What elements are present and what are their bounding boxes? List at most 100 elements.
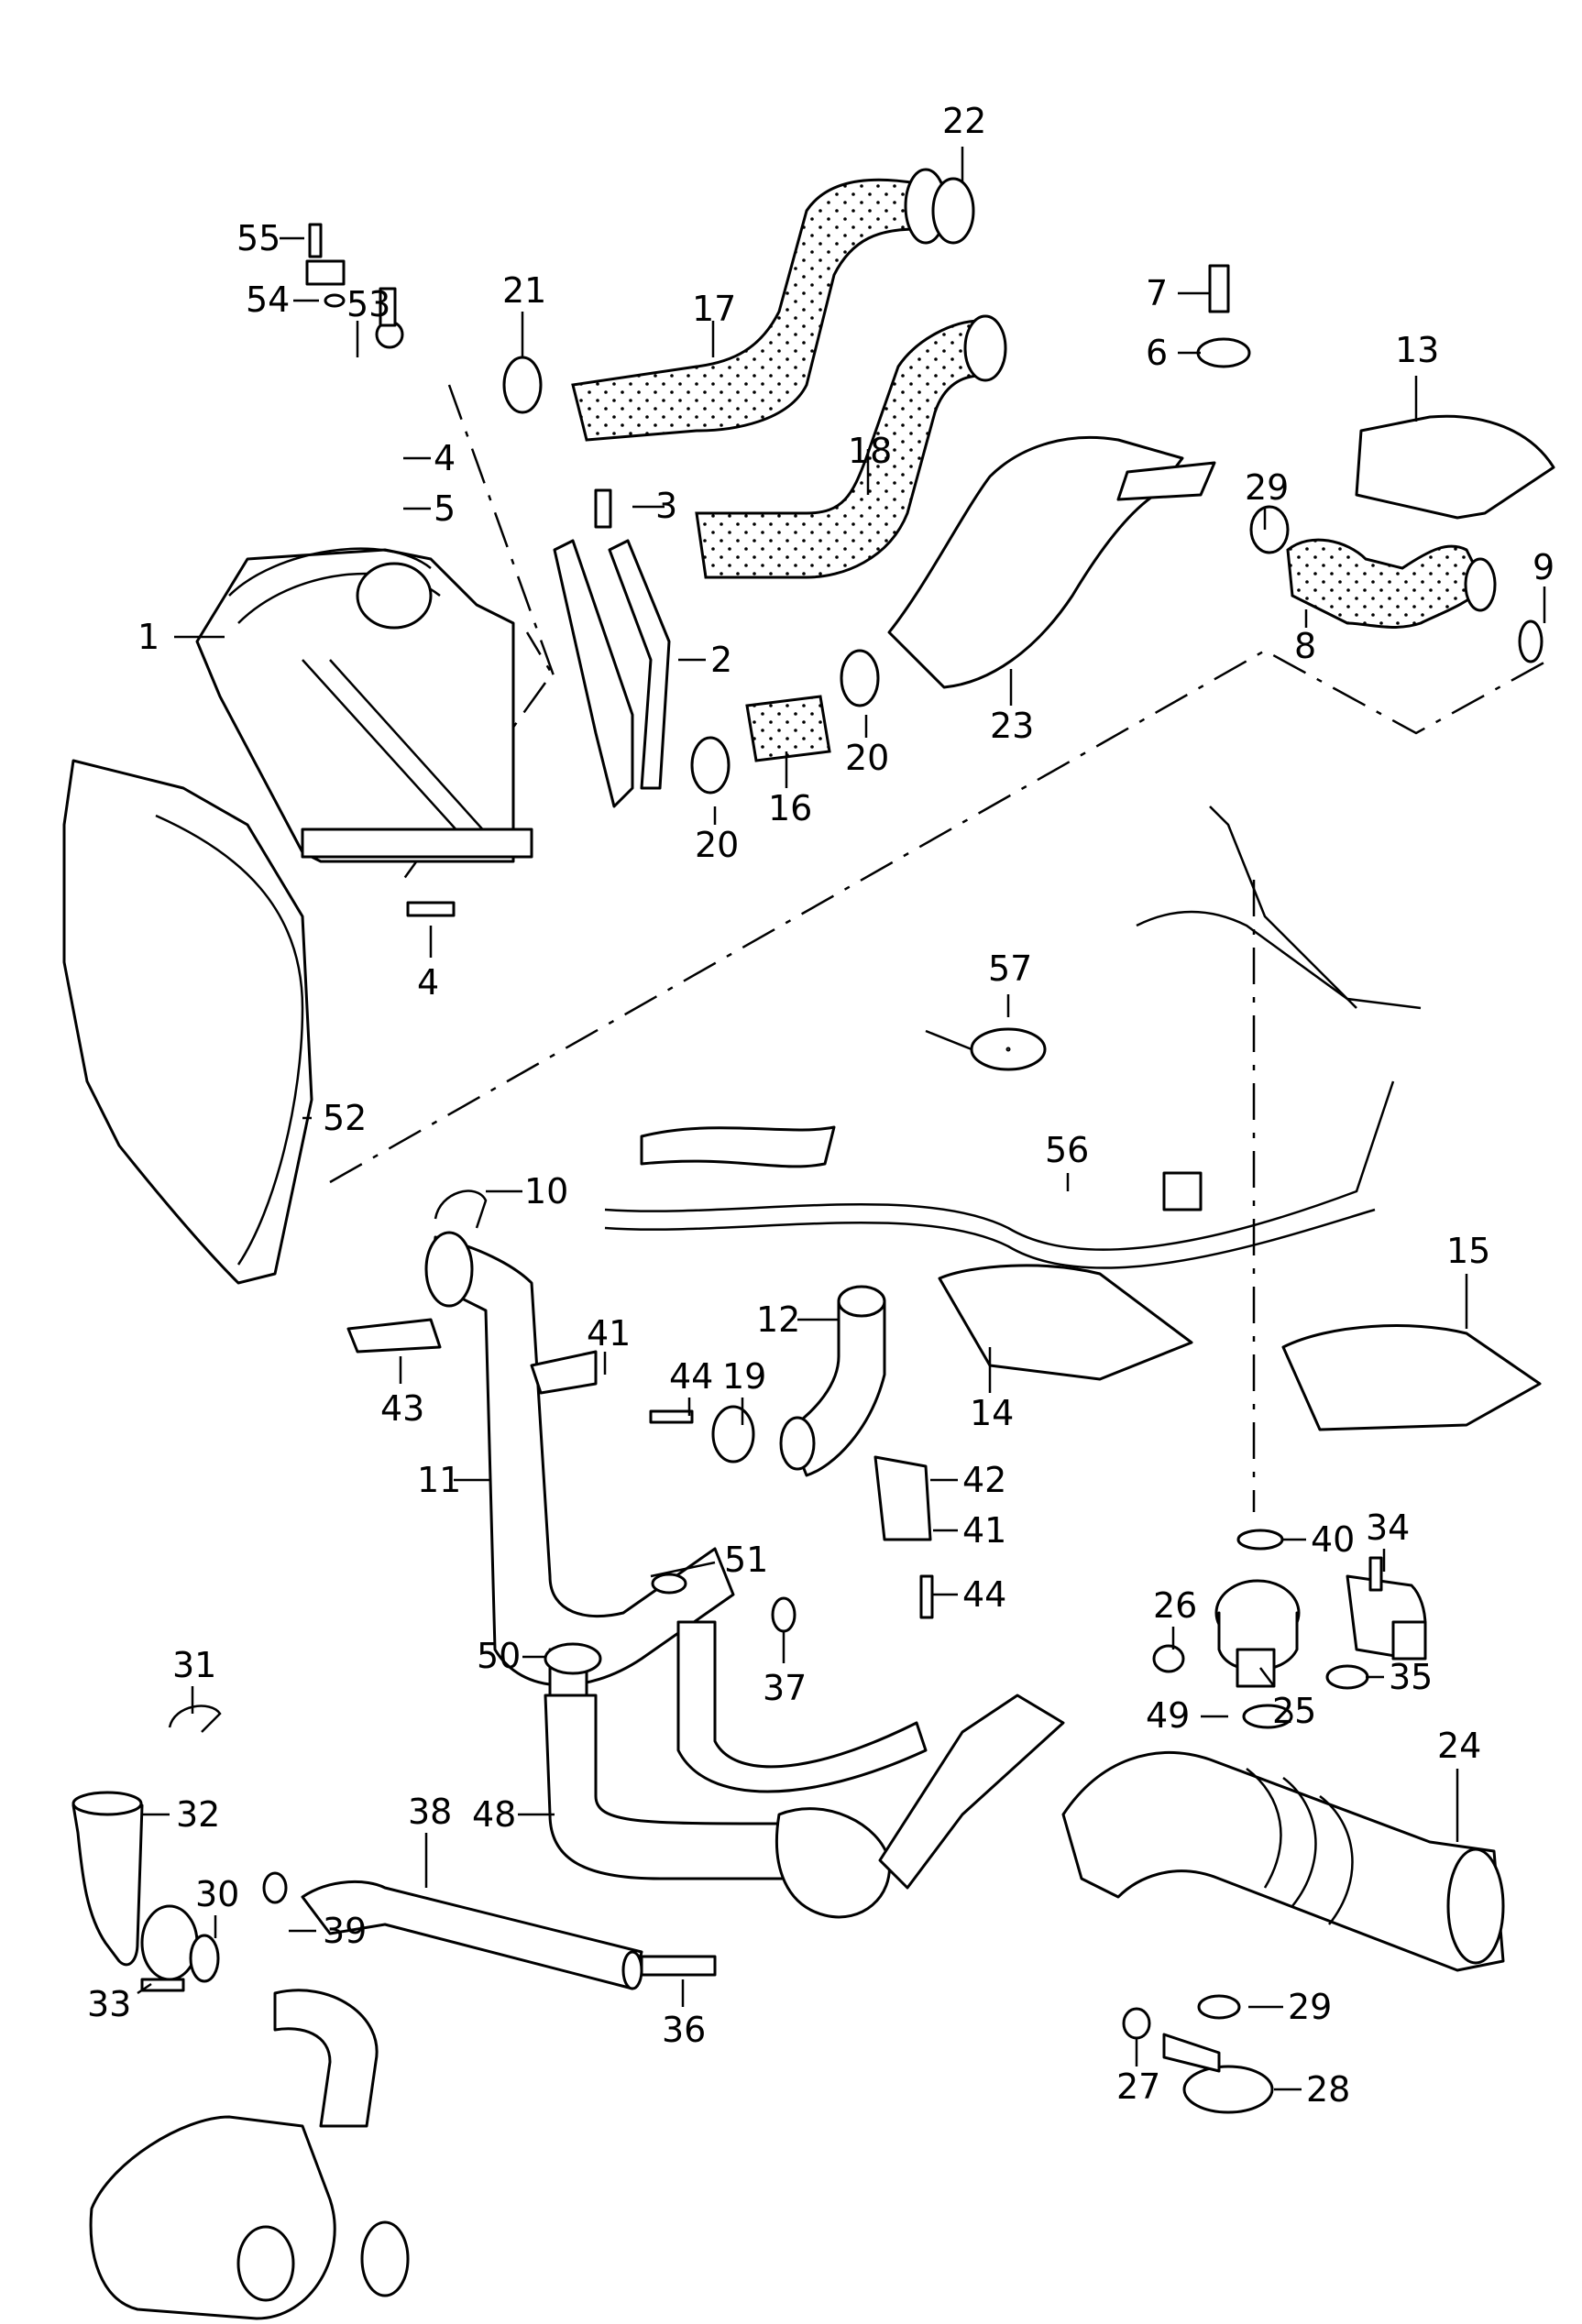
vacuum-line-56-part[interactable] bbox=[604, 806, 1422, 1269]
charge-air-pipe-11-part[interactable] bbox=[424, 1231, 735, 1697]
small-fittings bbox=[140, 177, 1544, 2040]
callout-11[interactable]: 11 bbox=[417, 1460, 461, 1500]
callout-44a[interactable]: 44 bbox=[669, 1356, 713, 1397]
callout-19[interactable]: 19 bbox=[722, 1356, 766, 1397]
callout-36[interactable]: 36 bbox=[662, 2010, 706, 2050]
callout-16[interactable]: 16 bbox=[768, 788, 812, 828]
callout-28[interactable]: 28 bbox=[1306, 2069, 1350, 2110]
o-ring-30 bbox=[189, 1934, 220, 1983]
heat-shield-15-part[interactable] bbox=[1281, 1324, 1542, 1431]
connector-36 bbox=[640, 1955, 717, 1977]
callout-56[interactable]: 56 bbox=[1045, 1130, 1089, 1170]
hose-clamp-20a bbox=[690, 736, 731, 795]
callout-3[interactable]: 3 bbox=[655, 486, 677, 526]
connecting-pipe-32-part[interactable] bbox=[71, 1791, 199, 1981]
callout-6[interactable]: 6 bbox=[1146, 333, 1168, 373]
hose-38-part[interactable] bbox=[301, 1880, 643, 1990]
callout-41a[interactable]: 41 bbox=[587, 1313, 631, 1354]
callout-26[interactable]: 26 bbox=[1153, 1585, 1197, 1626]
callout-1[interactable]: 1 bbox=[137, 617, 159, 657]
callout-43[interactable]: 43 bbox=[380, 1388, 424, 1429]
diverter-valve-25-part[interactable] bbox=[1214, 1579, 1301, 1688]
callout-49[interactable]: 49 bbox=[1146, 1695, 1190, 1736]
callout-23[interactable]: 23 bbox=[990, 706, 1034, 746]
turbocharger-part[interactable] bbox=[89, 1989, 410, 2320]
callout-50[interactable]: 50 bbox=[477, 1636, 521, 1676]
heat-shield-14-part[interactable] bbox=[938, 1264, 1193, 1381]
callout-25[interactable]: 25 bbox=[1272, 1691, 1316, 1731]
callout-29b[interactable]: 29 bbox=[1288, 1987, 1332, 2027]
callout-32[interactable]: 32 bbox=[176, 1794, 220, 1835]
bolt-4-bottom bbox=[406, 901, 456, 917]
solenoid-valve-34-part[interactable] bbox=[1346, 1556, 1427, 1661]
callout-7[interactable]: 7 bbox=[1146, 273, 1168, 313]
callout-38[interactable]: 38 bbox=[408, 1792, 452, 1832]
callout-8[interactable]: 8 bbox=[1294, 626, 1316, 666]
callout-57[interactable]: 57 bbox=[988, 948, 1032, 989]
bracket-43 bbox=[346, 1318, 442, 1354]
callout-52[interactable]: 52 bbox=[323, 1098, 367, 1138]
bracket-part[interactable] bbox=[553, 539, 671, 808]
callout-22[interactable]: 22 bbox=[942, 101, 986, 141]
callout-55[interactable]: 55 bbox=[236, 218, 280, 258]
callout-18[interactable]: 18 bbox=[848, 431, 892, 471]
bolt-4-top bbox=[379, 287, 397, 327]
hose-48-part[interactable] bbox=[544, 1620, 1065, 1919]
intercooler-part[interactable] bbox=[195, 547, 533, 863]
callout-15[interactable]: 15 bbox=[1446, 1231, 1490, 1271]
callout-42[interactable]: 42 bbox=[962, 1460, 1006, 1500]
callout-14[interactable]: 14 bbox=[970, 1393, 1014, 1433]
hose-clamp-27 bbox=[1122, 2007, 1151, 2040]
callout-4b[interactable]: 4 bbox=[417, 962, 439, 1003]
callout-5[interactable]: 5 bbox=[434, 488, 456, 529]
heat-shield-13-part[interactable] bbox=[1355, 414, 1555, 520]
callout-35[interactable]: 35 bbox=[1389, 1657, 1433, 1697]
grommet-6 bbox=[1196, 337, 1251, 368]
callout-34[interactable]: 34 bbox=[1366, 1507, 1410, 1548]
callout-4a[interactable]: 4 bbox=[434, 438, 456, 478]
hose-18-part[interactable] bbox=[695, 314, 1007, 579]
callout-20b[interactable]: 20 bbox=[845, 738, 889, 778]
callout-29a[interactable]: 29 bbox=[1245, 467, 1289, 508]
connector-7 bbox=[1208, 264, 1230, 313]
callout-13[interactable]: 13 bbox=[1395, 330, 1439, 370]
callout-31[interactable]: 31 bbox=[172, 1645, 216, 1685]
hose-clamp-39 bbox=[262, 1871, 288, 1904]
callout-39[interactable]: 39 bbox=[323, 1911, 367, 1951]
callout-30[interactable]: 30 bbox=[195, 1874, 239, 1914]
callout-24[interactable]: 24 bbox=[1437, 1726, 1481, 1766]
retaining-clip-31 bbox=[168, 1705, 222, 1733]
callout-12[interactable]: 12 bbox=[756, 1299, 800, 1340]
callout-20a[interactable]: 20 bbox=[695, 825, 739, 865]
callout-48[interactable]: 48 bbox=[472, 1794, 516, 1835]
callout-40[interactable]: 40 bbox=[1311, 1519, 1355, 1560]
callout-9[interactable]: 9 bbox=[1533, 547, 1555, 587]
retaining-clip-10 bbox=[434, 1189, 488, 1229]
callout-17[interactable]: 17 bbox=[692, 289, 736, 329]
callout-53[interactable]: 53 bbox=[346, 284, 390, 324]
callout-41b[interactable]: 41 bbox=[962, 1510, 1006, 1551]
callout-54[interactable]: 54 bbox=[246, 280, 290, 320]
clip-41a bbox=[530, 1350, 598, 1395]
callout-2[interactable]: 2 bbox=[710, 640, 732, 680]
callout-44b[interactable]: 44 bbox=[962, 1574, 1006, 1615]
hose-8-part[interactable] bbox=[1286, 538, 1497, 629]
hose-clamp-49 bbox=[1242, 1704, 1293, 1729]
callout-27[interactable]: 27 bbox=[1116, 2066, 1160, 2107]
callout-37[interactable]: 37 bbox=[763, 1668, 807, 1708]
intake-hose-24-part[interactable] bbox=[1061, 1751, 1505, 1972]
air-guide-52-part[interactable] bbox=[62, 759, 313, 1285]
hose-clamp-19 bbox=[711, 1405, 755, 1463]
callout-21[interactable]: 21 bbox=[502, 270, 546, 311]
hose-12-part[interactable] bbox=[779, 1285, 886, 1477]
callout-33[interactable]: 33 bbox=[87, 1984, 131, 2024]
callout-51[interactable]: 51 bbox=[724, 1540, 768, 1580]
leader-lines bbox=[137, 147, 1546, 2091]
callout-10[interactable]: 10 bbox=[524, 1171, 568, 1211]
o-ring-54 bbox=[324, 293, 346, 308]
pressure-valve-28-part[interactable] bbox=[1162, 2033, 1274, 2114]
bracket-42 bbox=[873, 1455, 932, 1541]
air-duct-23-part[interactable] bbox=[887, 435, 1216, 689]
cable-tie-57-part[interactable] bbox=[925, 1027, 1047, 1071]
bolt-3 bbox=[594, 488, 612, 529]
